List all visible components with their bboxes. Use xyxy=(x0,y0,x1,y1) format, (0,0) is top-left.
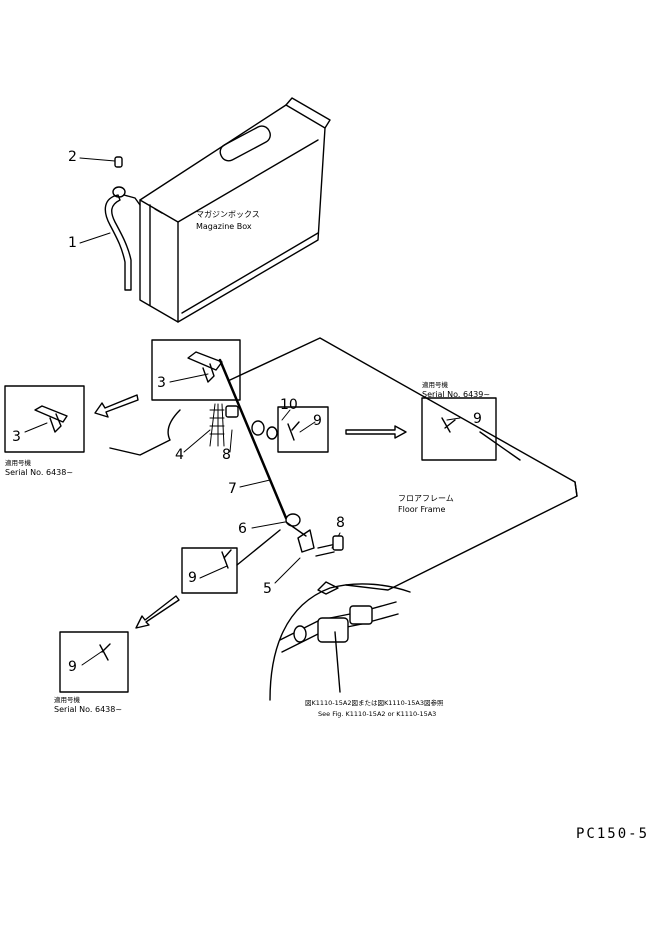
pointer-arrows xyxy=(94,394,407,629)
model-code: PC150-5 xyxy=(576,826,650,842)
linkage xyxy=(209,358,344,557)
inset-right xyxy=(421,397,497,461)
serial-left-label: Serial No. 6438~ xyxy=(5,468,74,477)
see-fig-label: See Fig. K1110-15A2 or K1110-15A3 xyxy=(318,710,437,718)
serial-right-label-jp: 適用号機 xyxy=(422,381,448,389)
inset-upper-small xyxy=(277,406,329,453)
inset-lower-small xyxy=(181,529,281,594)
floor-frame-outline xyxy=(109,337,578,701)
floor-frame-label: Floor Frame xyxy=(398,505,446,514)
callout-6: 6 xyxy=(238,521,247,537)
callout-8-lower: 8 xyxy=(336,515,345,531)
serial-bottom-label: Serial No. 6438~ xyxy=(54,705,123,714)
callout-9-lower-inset: 9 xyxy=(188,570,197,586)
magazine-box xyxy=(139,97,331,323)
callout-9-lower-detail: 9 xyxy=(68,659,77,675)
callout-4: 4 xyxy=(175,447,184,463)
callout-9-upper-inset: 9 xyxy=(313,413,322,429)
magazine-box-label: Magazine Box xyxy=(196,222,252,231)
serial-right-label: Serial No. 6439~ xyxy=(422,390,491,399)
callout-2: 2 xyxy=(68,149,77,165)
see-fig-label-jp: 図K1110-15A2図または図K1110-15A3図参照 xyxy=(305,699,444,707)
magazine-box-label-jp: マガジンボックス xyxy=(196,210,260,219)
serial-left-label-jp: 適用号機 xyxy=(5,459,31,467)
inset-left xyxy=(4,385,85,453)
handle-rod xyxy=(104,156,141,291)
callout-3-main: 3 xyxy=(157,375,166,391)
cable-assembly xyxy=(279,581,399,693)
callout-10: 10 xyxy=(280,397,298,413)
floor-frame-label-jp: フロアフレーム xyxy=(398,494,454,503)
callout-9-right-detail: 9 xyxy=(473,411,482,427)
serial-bottom-label-jp: 適用号機 xyxy=(54,696,80,704)
callout-7: 7 xyxy=(228,481,237,497)
callout-1: 1 xyxy=(68,235,77,251)
callout-5: 5 xyxy=(263,581,272,597)
latch-detail-panel xyxy=(151,339,241,401)
callout-8-upper: 8 xyxy=(222,447,231,463)
callout-3-detail: 3 xyxy=(12,429,21,445)
inset-bottom xyxy=(59,631,129,693)
